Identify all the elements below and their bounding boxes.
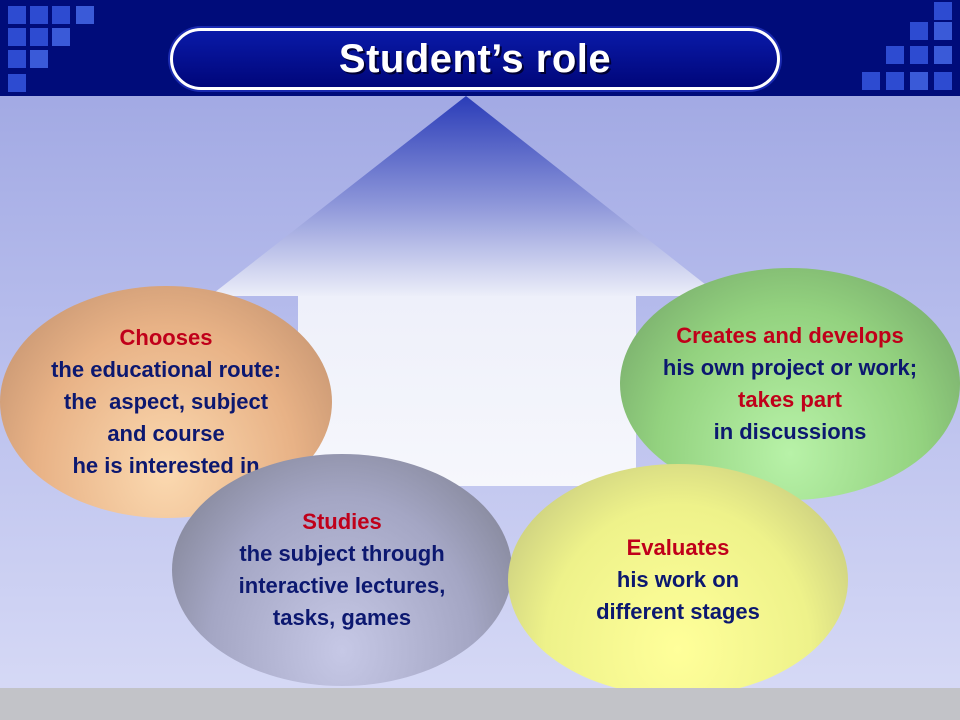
oval-line: the subject through (239, 541, 445, 566)
oval-line: and course (107, 421, 225, 446)
deco-square (8, 50, 26, 68)
title-banner: Student’s role (170, 28, 780, 90)
deco-square (910, 72, 928, 90)
oval-line: the aspect, subject (63, 389, 269, 414)
deco-square (30, 28, 48, 46)
oval-line: his work on (616, 567, 740, 592)
house-roof (210, 96, 720, 296)
deco-square (886, 72, 904, 90)
oval-line: Evaluates (626, 535, 730, 560)
oval-line: in discussions (713, 419, 867, 444)
deco-square (52, 28, 70, 46)
deco-square (8, 28, 26, 46)
deco-square (934, 46, 952, 64)
oval-line: he is interested in (72, 453, 260, 478)
oval-creates: Creates and develops his own project or … (620, 268, 960, 500)
oval-line: his own project or work; (662, 355, 918, 380)
deco-square (934, 22, 952, 40)
oval-line: takes part (738, 387, 842, 412)
deco-square (52, 6, 70, 24)
deco-square (910, 46, 928, 64)
deco-square (76, 6, 94, 24)
deco-square (910, 22, 928, 40)
page-title: Student’s role (338, 36, 612, 81)
deco-square (8, 74, 26, 92)
deco-square (862, 72, 880, 90)
oval-evaluates: Evaluates his work on different stages (508, 464, 848, 696)
oval-line: different stages (596, 599, 760, 624)
oval-line: Creates and develops (676, 323, 904, 348)
deco-square (934, 2, 952, 20)
oval-line: the educational route: (51, 357, 281, 382)
oval-line: interactive lectures, (238, 573, 446, 598)
oval-studies: Studies the subject through interactive … (172, 454, 512, 686)
deco-square (30, 6, 48, 24)
deco-square (30, 50, 48, 68)
footer-bar (0, 688, 960, 720)
oval-line: Chooses (119, 325, 213, 350)
oval-line: tasks, games (272, 605, 412, 630)
deco-square (8, 6, 26, 24)
oval-line: Studies (302, 509, 382, 534)
deco-square (934, 72, 952, 90)
deco-square (886, 46, 904, 64)
